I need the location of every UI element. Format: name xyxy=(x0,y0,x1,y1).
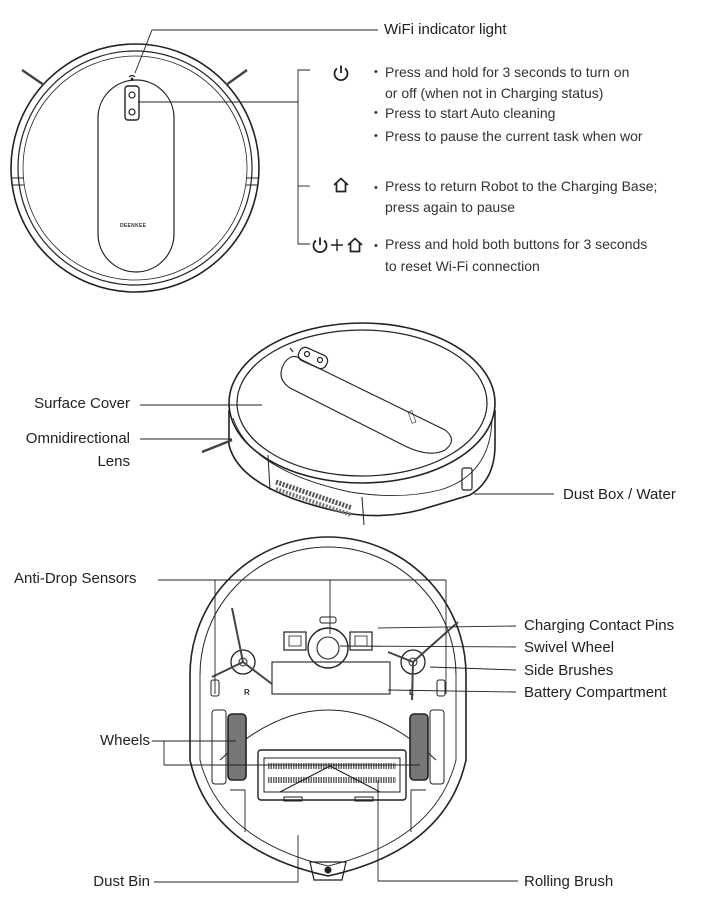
dust-bin-label: Dust Bin xyxy=(93,873,150,890)
home-text-1: Press to return Robot to the Charging Ba… xyxy=(385,178,658,194)
power-icon xyxy=(332,64,350,82)
swivel-wheel-label: Swivel Wheel xyxy=(524,639,615,656)
dust-box-label: Dust Box / Water xyxy=(563,486,676,503)
surface-cover-label: Surface Cover xyxy=(34,395,130,412)
bullet: • xyxy=(374,182,378,194)
combo-text-1: Press and hold both buttons for 3 second… xyxy=(385,236,648,252)
power-text-1: Press and hold for 3 seconds to turn on xyxy=(385,64,630,80)
side-brushes-label: Side Brushes xyxy=(524,662,614,679)
rolling-brush-label: Rolling Brush xyxy=(524,873,614,890)
power-text-2: or off (when not in Charging status) xyxy=(385,85,604,101)
bullet: • xyxy=(374,66,378,78)
combo-text-2: to reset Wi-Fi connection xyxy=(385,258,540,274)
bottom-view-robot xyxy=(189,536,467,881)
plus-icon xyxy=(330,238,344,252)
power-text-4: Press to pause the current task when wor xyxy=(385,128,643,144)
power-icon xyxy=(311,236,329,254)
omnidirectional-lens-label-2: Lens xyxy=(97,453,130,470)
wifi-indicator-label: WiFi indicator light xyxy=(384,21,507,38)
battery-compartment-label: Battery Compartment xyxy=(524,684,667,701)
home-text-2: press again to pause xyxy=(385,199,515,215)
brand-mark-top: DEENKEE xyxy=(120,223,147,229)
bullet: • xyxy=(374,130,378,142)
side-view-robot xyxy=(201,322,496,526)
wheel-letter-left-side: L xyxy=(409,688,414,697)
charging-contact-pins-label: Charging Contact Pins xyxy=(524,617,675,634)
power-text-3: Press to start Auto cleaning xyxy=(385,105,556,121)
bullet: • xyxy=(374,240,378,252)
home-icon xyxy=(332,176,350,194)
anti-drop-sensors-label: Anti-Drop Sensors xyxy=(14,570,137,587)
top-view-robot xyxy=(10,43,260,293)
wheels-label: Wheels xyxy=(99,732,150,749)
omnidirectional-lens-label-1: Omnidirectional xyxy=(25,430,130,447)
bullet: • xyxy=(374,107,378,119)
home-icon xyxy=(346,236,364,254)
wheel-letter-right-side: R xyxy=(244,688,250,697)
